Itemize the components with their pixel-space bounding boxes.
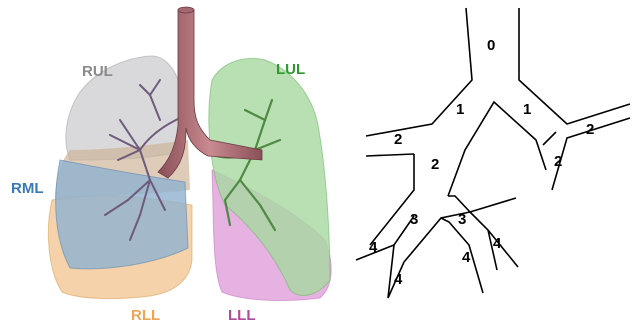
segment-branch-a bbox=[356, 216, 414, 260]
rll-label: RLL bbox=[131, 307, 160, 324]
rul-label: RUL bbox=[82, 63, 113, 80]
gen-label-right-lower-b: 3 bbox=[458, 211, 466, 228]
gen-label-right-main: 1 bbox=[456, 101, 464, 118]
gen-label-right-lower-a: 3 bbox=[410, 211, 418, 228]
gen-label-segment-a: 4 bbox=[369, 239, 378, 256]
gen-label-right-upper: 2 bbox=[394, 131, 402, 148]
gen-label-right-intermediate: 2 bbox=[431, 156, 439, 173]
rml-label: RML bbox=[11, 180, 44, 197]
left-inner-split bbox=[543, 132, 556, 145]
carina bbox=[366, 154, 414, 156]
gen-label-segment-d: 4 bbox=[493, 235, 502, 252]
gen-label-left-lower: 2 bbox=[554, 153, 562, 170]
trachea-right-wall bbox=[519, 8, 630, 124]
lung-rendering: RUL LUL RML RLL LLL bbox=[11, 7, 331, 324]
right-lower-wall bbox=[448, 196, 516, 212]
gen-label-segment-b: 4 bbox=[394, 271, 403, 288]
gen-label-segment-c: 4 bbox=[462, 249, 471, 266]
lll-label: LLL bbox=[228, 307, 256, 324]
lul-label: LUL bbox=[276, 61, 305, 78]
airway-tree-schematic: 0 1 1 2 2 2 2 3 3 4 4 4 4 bbox=[356, 8, 630, 298]
gen-label-left-upper: 2 bbox=[586, 121, 594, 138]
gen-label-left-main: 1 bbox=[523, 101, 531, 118]
gen-label-trachea: 0 bbox=[487, 37, 495, 54]
right-main-inner bbox=[370, 154, 414, 245]
